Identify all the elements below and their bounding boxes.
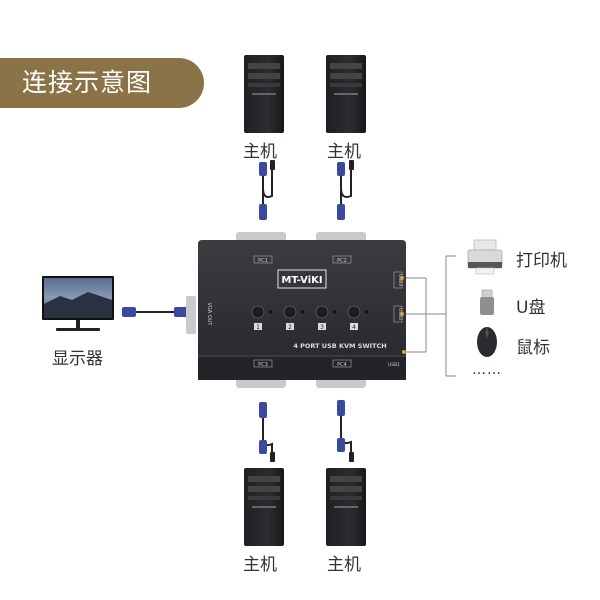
port-label-pc4: PC4 — [337, 362, 347, 368]
printer-label: 打印机 — [516, 251, 567, 271]
usb-drive-icon — [480, 289, 494, 315]
port-label-pc1: PC1 — [258, 258, 268, 264]
cable-bottom-right — [337, 400, 354, 462]
peripheral-bracket — [406, 255, 456, 377]
usb-label-2: USB2 — [397, 308, 403, 320]
button-number-1: 1 — [256, 324, 260, 331]
button-pc1[interactable] — [251, 305, 273, 319]
mouse-icon — [477, 327, 497, 357]
more-peripherals-label: …… — [472, 362, 502, 378]
printer-icon — [467, 239, 503, 275]
button-number-3: 3 — [320, 324, 324, 331]
host-label-top-left: 主机 — [243, 142, 277, 162]
diagram-title-banner: 连接示意图 — [0, 58, 204, 108]
host-tower-bottom-right — [326, 468, 366, 546]
usb-label-3: USB3 — [397, 274, 403, 286]
monitor-label: 显示器 — [52, 349, 103, 369]
usb-label-1: USB1 — [388, 362, 400, 368]
cable-monitor — [122, 307, 188, 317]
host-label-top-right: 主机 — [327, 142, 361, 162]
vga-out-label: VGA OUT — [206, 303, 212, 327]
button-pc3[interactable] — [315, 305, 337, 319]
device-model-text: 4 PORT USB KVM SWITCH — [293, 342, 386, 350]
button-pc2[interactable] — [283, 305, 305, 319]
host-label-bottom-left: 主机 — [243, 555, 277, 575]
host-tower-top-left — [244, 55, 284, 133]
port-label-pc3: PC3 — [258, 362, 268, 368]
mouse-label: 鼠标 — [516, 338, 550, 358]
button-number-2: 2 — [288, 324, 292, 331]
button-number-4: 4 — [352, 324, 356, 331]
device-brand: MT-ViKI — [281, 275, 322, 286]
cable-top-right — [337, 160, 354, 220]
cable-top-left — [259, 160, 275, 220]
port-label-pc2: PC2 — [337, 258, 347, 264]
host-tower-top-right — [326, 55, 366, 133]
kvm-switch-device — [186, 232, 406, 388]
usb-drive-label: U盘 — [516, 298, 546, 318]
cable-bottom-left — [259, 402, 275, 462]
button-pc4[interactable] — [347, 305, 369, 319]
host-label-bottom-right: 主机 — [327, 555, 361, 575]
host-tower-bottom-left — [244, 468, 284, 546]
monitor-icon — [42, 276, 114, 331]
